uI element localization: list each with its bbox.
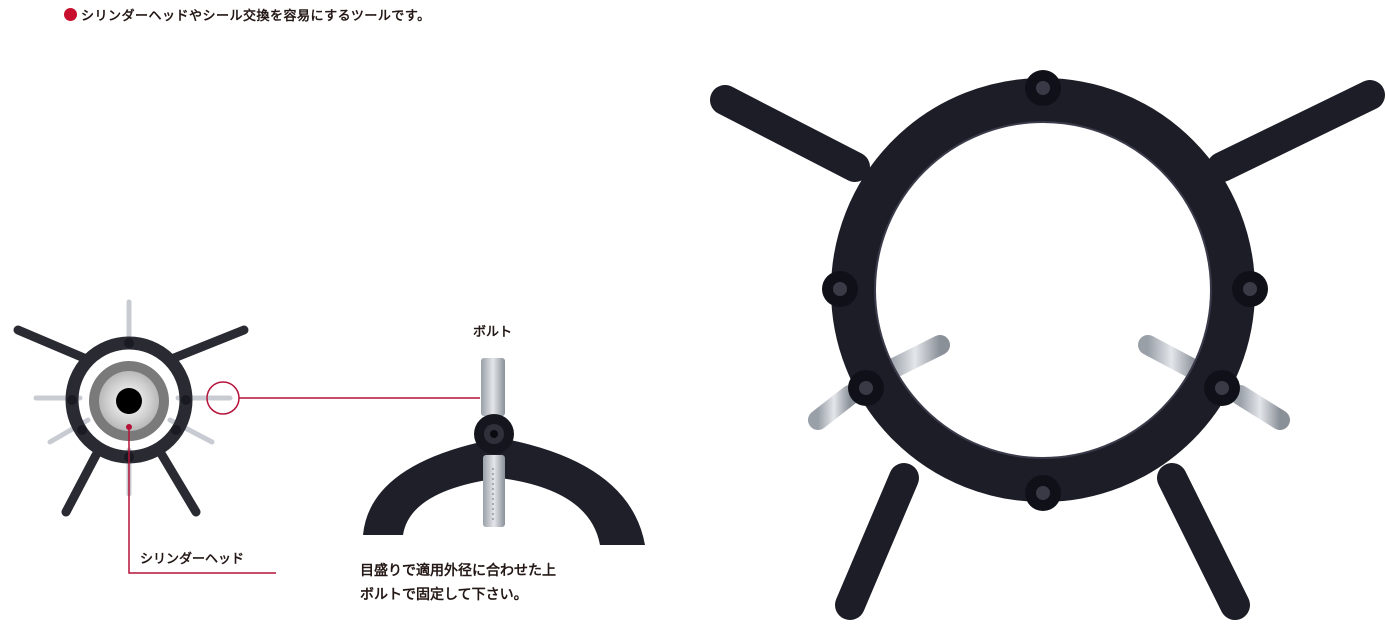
cylinder-head-label: シリンダーヘッド [140, 552, 245, 567]
instruction-line: 目盛りで適用外径に合わせた上 [360, 563, 556, 579]
ring-tool-photo [710, 10, 1385, 620]
bolt-callout [206, 381, 480, 415]
headline-text: シリンダーヘッドやシール交換を容易にするツールです。 [81, 9, 431, 24]
bolt-closeup [363, 358, 645, 545]
cylinder-head-callout [128, 427, 276, 574]
schematic-tool [13, 299, 249, 517]
instruction-line: ボルトで固定して下さい。 [360, 587, 528, 603]
instruction-text: 目盛りで適用外径に合わせた上 ボルトで固定して下さい。 [360, 559, 556, 607]
bolt-label: ボルト [473, 325, 513, 340]
page-headline: シリンダーヘッドやシール交換を容易にするツールです。 [64, 5, 431, 24]
bullet-icon [64, 8, 77, 21]
